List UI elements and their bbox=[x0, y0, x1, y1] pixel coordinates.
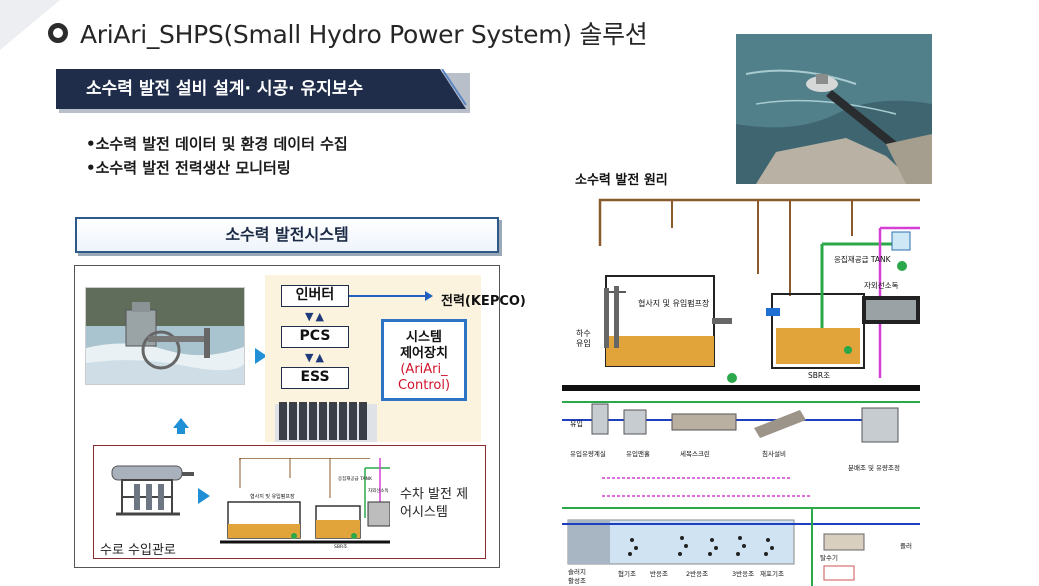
service-ribbon: 소수력 발전 설비 설계· 시공· 유지보수 bbox=[56, 69, 470, 113]
system-header: 소수력 발전시스템 bbox=[75, 217, 499, 253]
feature-item: •소수력 발전 데이터 및 환경 데이터 수집 bbox=[86, 135, 348, 153]
power-control-panel: 인버터 ▼▲ PCS ▼▲ ESS 시스템 제어장치 (AriAri_ Cont… bbox=[265, 275, 481, 442]
output-arrow-icon bbox=[349, 291, 433, 301]
turbine-control-label: 수차 발전 제어시스템 bbox=[400, 487, 469, 520]
mini-sbr-label: SBR조 bbox=[334, 544, 347, 550]
row2-item: 침사설비 bbox=[762, 449, 786, 458]
row3-item: 탈수기 bbox=[820, 553, 838, 562]
process-row-bottom: 슬러지 활성조 혐기조 반응조 2반응조 3반응조 재포기조 탈수기 플러 bbox=[562, 477, 920, 586]
row3-item: 활성조 bbox=[568, 576, 586, 585]
flow-arrow-icon bbox=[198, 488, 210, 504]
principle-label: 소수력 발전 원리 bbox=[575, 173, 668, 188]
bidirectional-arrow-icon: ▼▲ bbox=[305, 351, 326, 364]
flow-arrow-icon bbox=[255, 348, 267, 364]
feature-list: •소수력 발전 데이터 및 환경 데이터 수집 •소수력 발전 전력생산 모니터… bbox=[86, 132, 348, 180]
process-row-top: 협사지 및 유입펌프장 응집재공급 TANK 자외선소독 하수 유입 SBR조 bbox=[562, 198, 920, 391]
turbine-photo bbox=[85, 287, 245, 385]
controller-title-line2: 제어장치 bbox=[400, 346, 448, 361]
row3-item: 반응조 bbox=[650, 569, 668, 578]
system-controller-box: 시스템 제어장치 (AriAri_ Control) bbox=[381, 319, 467, 401]
grid-output-label: 전력(KEPCO) bbox=[441, 294, 526, 309]
process-row-middle: 유입 유입유량계실 유입맨홀 세목스크린 침사설비 분배조 및 유량조정 bbox=[562, 401, 920, 472]
ess-server-rack bbox=[275, 398, 377, 442]
row3-item: 혐기조 bbox=[618, 569, 636, 578]
page-title-text: AriAri_SHPS(Small Hydro Power System) 솔루… bbox=[80, 20, 648, 49]
service-ribbon-label: 소수력 발전 설비 설계· 시공· 유지보수 bbox=[86, 79, 364, 99]
row2-item: 세목스크린 bbox=[680, 449, 710, 458]
pcs-box: PCS bbox=[281, 326, 349, 348]
mini-tank-label: 응집재공급 TANK bbox=[338, 475, 373, 482]
intake-pipe-illustration bbox=[111, 465, 194, 516]
disinfect-label: 자외선소독 bbox=[864, 280, 899, 290]
flow-up-arrow-icon bbox=[173, 418, 189, 434]
treatment-process-diagram: 협사지 및 유입펌프장 응집재공급 TANK 자외선소독 하수 유입 SBR조 … bbox=[562, 188, 920, 586]
row3-item: 슬러지 bbox=[568, 567, 586, 576]
row3-item: 재포기조 bbox=[760, 569, 784, 578]
controller-brand-line2: Control) bbox=[397, 378, 451, 393]
bidirectional-arrow-icon: ▼▲ bbox=[305, 310, 326, 323]
mini-screen-pump-label: 협사지 및 유입펌프장 bbox=[250, 493, 295, 500]
intake-pipe-label: 수로 수입관로 bbox=[100, 543, 176, 558]
turbine-control-subframe: 협사지 및 유입펌프장 응집재공급 TANK 자외선소독 SBR조 수로 수입관… bbox=[93, 445, 486, 559]
row2-item: 유입맨홀 bbox=[626, 449, 650, 458]
corner-decoration bbox=[0, 0, 60, 50]
row2-item: 분배조 및 유량조정 bbox=[848, 463, 900, 472]
mini-process-diagram: 협사지 및 유입펌프장 응집재공급 TANK 자외선소독 SBR조 bbox=[220, 458, 390, 550]
inflow-label-2: 유입 bbox=[576, 339, 591, 348]
row2-inflow: 유입 bbox=[570, 420, 583, 428]
tank-label: 응집재공급 TANK bbox=[834, 254, 892, 264]
row3-right-label: 플러 bbox=[900, 541, 912, 550]
inflow-label-1: 하수 bbox=[576, 328, 591, 338]
title-bullet-icon bbox=[48, 23, 68, 43]
river-turbine-photo bbox=[736, 34, 932, 184]
system-frame: 인버터 ▼▲ PCS ▼▲ ESS 시스템 제어장치 (AriAri_ Cont… bbox=[74, 265, 526, 568]
mini-disinfect-label: 자외선소독 bbox=[368, 487, 389, 494]
screen-pump-label: 협사지 및 유입펌프장 bbox=[638, 298, 710, 308]
sbr-label: SBR조 bbox=[808, 371, 830, 380]
controller-brand-line1: (AriAri_ bbox=[400, 362, 448, 377]
ess-box: ESS bbox=[281, 367, 349, 389]
row3-item: 3반응조 bbox=[732, 569, 754, 578]
inverter-box: 인버터 bbox=[281, 285, 349, 307]
row3-item: 2반응조 bbox=[686, 569, 708, 578]
page-title: AriAri_SHPS(Small Hydro Power System) 솔루… bbox=[48, 18, 648, 49]
feature-item: •소수력 발전 전력생산 모니터링 bbox=[86, 159, 291, 177]
row2-item: 유입유량계실 bbox=[570, 449, 606, 458]
controller-title-line1: 시스템 bbox=[406, 330, 442, 345]
